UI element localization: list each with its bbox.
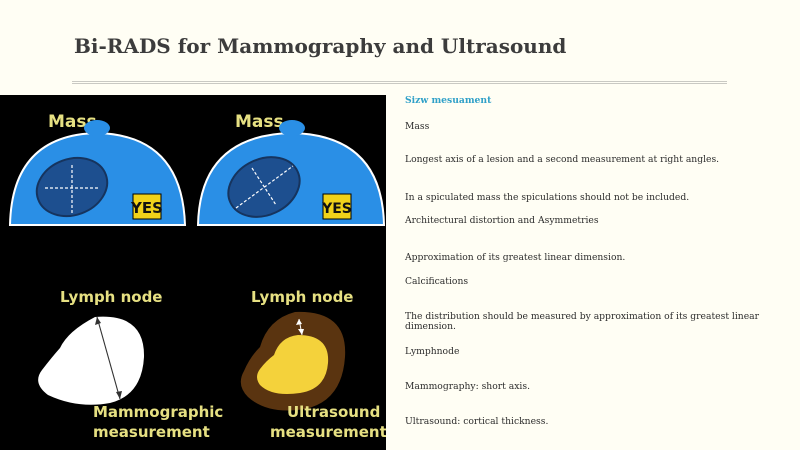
us-caption-2: measurement (270, 423, 386, 441)
no-badge-text: YES (130, 199, 163, 217)
distortion-text: Approximation of its greatest linear dim… (405, 252, 626, 263)
yes-badge (322, 193, 352, 220)
arrowhead-bottom-1 (116, 391, 122, 399)
mammo-caption-2: measurement (93, 423, 210, 441)
mass-text-1: Longest axis of a lesion and a second me… (405, 154, 720, 165)
mass-heading: Mass (405, 121, 430, 132)
lymph-node-mammo-panel: Lymph node Mammographic measurement (38, 288, 223, 441)
measure-line-1 (96, 316, 121, 400)
section-heading: Sizw mesuament (405, 95, 492, 106)
lymph-node-us-panel: Lymph node Ultrasound measurement (240, 288, 386, 441)
lymph-node-hilum (257, 335, 329, 394)
calcifications-text-2: dimension. (405, 321, 456, 332)
lymphnode-heading: Lymphnode (405, 346, 460, 357)
axis-short-2 (251, 167, 277, 206)
mammo-caption-1: Mammographic (93, 403, 223, 421)
distortion-heading: Architectural distortion and Asymmetries (405, 215, 599, 226)
no-badge (132, 193, 162, 220)
lymph-node-us-label: Lymph node (251, 288, 353, 306)
arrowhead-top-2 (296, 319, 302, 325)
lymph-node-mammo-label: Lymph node (60, 288, 162, 306)
mass-text-2: In a spiculated mass the spiculations sh… (405, 192, 690, 203)
nipple-1 (84, 120, 110, 136)
nipple-2 (279, 120, 305, 136)
lymph-node-shape-1 (38, 316, 145, 405)
lymphnode-mammo-text: Mammography: short axis. (405, 381, 530, 392)
yes-badge-text: YES (321, 201, 352, 217)
us-caption-1: Ultrasound (287, 403, 380, 421)
mass-yes-panel: Mass YES (196, 112, 386, 226)
arrowhead-top-1 (95, 317, 101, 325)
title-divider (72, 81, 727, 84)
lymphnode-us-text: Ultrasound: cortical thickness. (405, 416, 549, 427)
mass-yes-label: Mass (235, 112, 284, 132)
slide-title: Bi-RADS for Mammography and Ultrasound (74, 34, 567, 58)
mass-no-panel: Mass YES (8, 112, 187, 226)
measurement-figure: Mass YES Mass YES Lymph node (0, 95, 386, 450)
calcifications-text-1: The distribution should be measured by a… (405, 311, 760, 322)
arrowhead-bottom-2 (298, 329, 304, 335)
calcifications-heading: Calcifications (405, 276, 469, 287)
measurement-illustration: Mass YES Mass YES Lymph node (8, 112, 386, 441)
